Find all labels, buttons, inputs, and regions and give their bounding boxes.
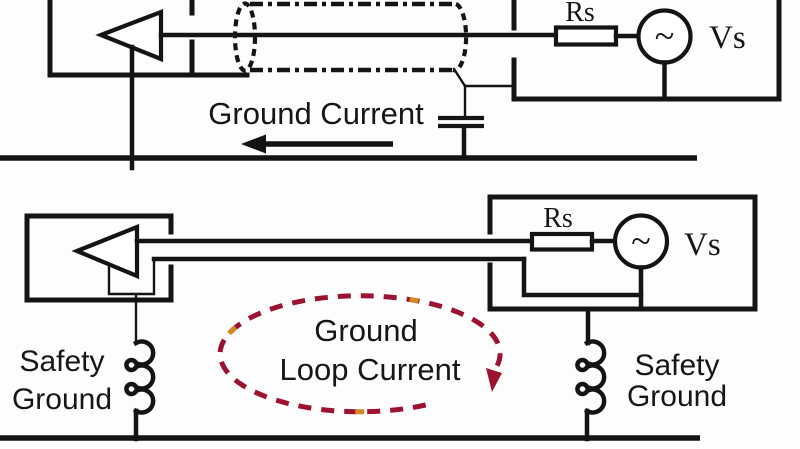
ground-loop-arrow-head: [486, 368, 502, 392]
bottom-amplifier-enclosure: [24, 213, 174, 303]
shielded-cable-icon: [232, 1, 469, 73]
top-resistor-label: Rs: [565, 0, 595, 28]
capacitor-icon: [438, 84, 484, 161]
ground-loop-arrow-icon: [217, 293, 503, 415]
bottom-ac-source-icon: ~: [612, 213, 670, 312]
right-safety-ground-icon: [575, 306, 607, 442]
top-ac-source-icon: ~: [636, 8, 693, 102]
right-safety-label-line1: Safety: [634, 349, 719, 382]
left-safety-ground-icon: [124, 294, 156, 442]
ground-current-arrow-head: [241, 134, 266, 154]
bottom-amp-internal-ground: [107, 257, 156, 296]
left-safety-label-line1: Safety: [19, 345, 104, 378]
bottom-diagram: Safety Ground Ground Loop Current Rs ~ V…: [0, 194, 758, 442]
top-vs-label: Vs: [709, 20, 746, 56]
ground-loop-dashed-path: [217, 293, 503, 415]
right-safety-label-line2: Ground: [627, 380, 727, 413]
bottom-resistor-icon: [529, 231, 595, 252]
top-source-enclosure: [511, 0, 782, 102]
ground-current-label: Ground Current: [208, 96, 424, 131]
top-ac-symbol: ~: [655, 16, 674, 56]
bottom-source-enclosure: [487, 194, 758, 312]
ground-loop-label-line2: Loop Current: [280, 352, 461, 387]
cable-left-end: [232, 1, 258, 73]
ground-loop-label-line1: Ground: [314, 313, 417, 348]
bottom-vs-label: Vs: [684, 227, 721, 263]
cable-right-end: [452, 2, 469, 73]
left-safety-label-line2: Ground: [12, 383, 112, 416]
top-resistor-icon: [553, 25, 619, 47]
shield-drain-wire: [452, 67, 515, 88]
left-ground-inductor-icon: [124, 339, 156, 415]
top-amplifier-enclosure: [47, 0, 250, 78]
top-diagram: Rs ~ Vs Ground Current: [0, 0, 782, 171]
bottom-ac-symbol: ~: [631, 221, 650, 261]
ground-current-arrow-icon: [241, 134, 393, 154]
bottom-return-internal: [521, 256, 644, 298]
bottom-amplifier-icon: [71, 223, 140, 280]
right-ground-inductor-icon: [575, 339, 607, 415]
bottom-resistor-label: Rs: [543, 203, 573, 234]
